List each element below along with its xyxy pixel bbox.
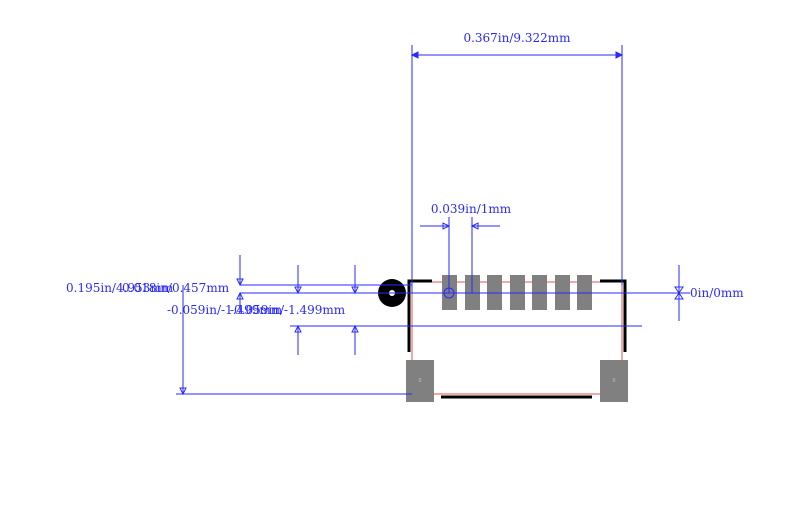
mount-pad-left — [406, 360, 434, 402]
left-top-label: 0.195in/4.953mm — [66, 281, 174, 295]
pin-pitch-label: 0.039in/1mm — [431, 202, 512, 216]
silkscreen-outline — [407, 279, 627, 399]
dimension-lines — [176, 45, 690, 396]
mount-pad-left-label: 0 — [418, 378, 421, 384]
left-neg-b-label: -0.059in/-1.499mm — [230, 303, 346, 317]
origin-label: 0in/0mm — [690, 286, 744, 300]
overall-width-label: 0.367in/9.322mm — [463, 31, 571, 45]
mount-pad-right — [600, 360, 628, 402]
mount-pad-right-label: 0 — [612, 378, 615, 384]
left-pin-label: 0.018in/0.457mm — [122, 281, 230, 295]
dimension-labels: 0.367in/9.322mm 0.039in/1mm 0in/0mm 0.19… — [66, 31, 744, 317]
mounting-pads: 0 0 — [406, 360, 628, 402]
left-neg-a-label: -0.059in/-1.499mm — [167, 303, 283, 317]
